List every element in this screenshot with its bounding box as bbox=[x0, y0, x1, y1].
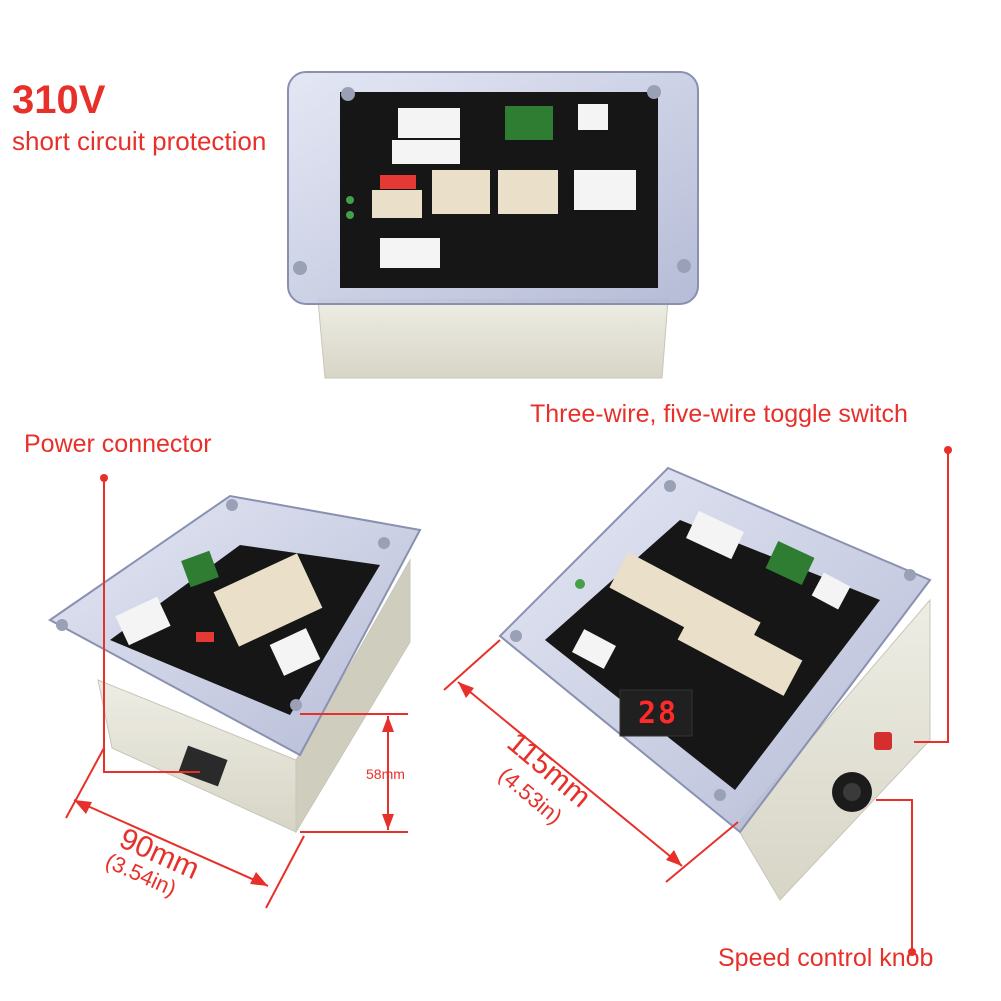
digital-display: 28 bbox=[637, 696, 679, 731]
speed-knob-label: Speed control knob bbox=[718, 944, 934, 972]
dimension-lines bbox=[65, 639, 739, 909]
top-box bbox=[287, 71, 699, 379]
left-box bbox=[48, 494, 422, 834]
callout-dots bbox=[100, 446, 952, 956]
voltage-headline: 310V bbox=[12, 78, 106, 122]
power-connector-label: Power connector bbox=[24, 430, 212, 458]
dimension-arrowheads bbox=[74, 682, 682, 886]
height-mm-label: 58mm bbox=[366, 766, 405, 782]
right-box bbox=[498, 466, 932, 901]
toggle-switch-label: Three-wire, five-wire toggle switch bbox=[530, 400, 908, 428]
callout-lines bbox=[103, 450, 949, 952]
protection-subtitle: short circuit protection bbox=[12, 126, 267, 156]
